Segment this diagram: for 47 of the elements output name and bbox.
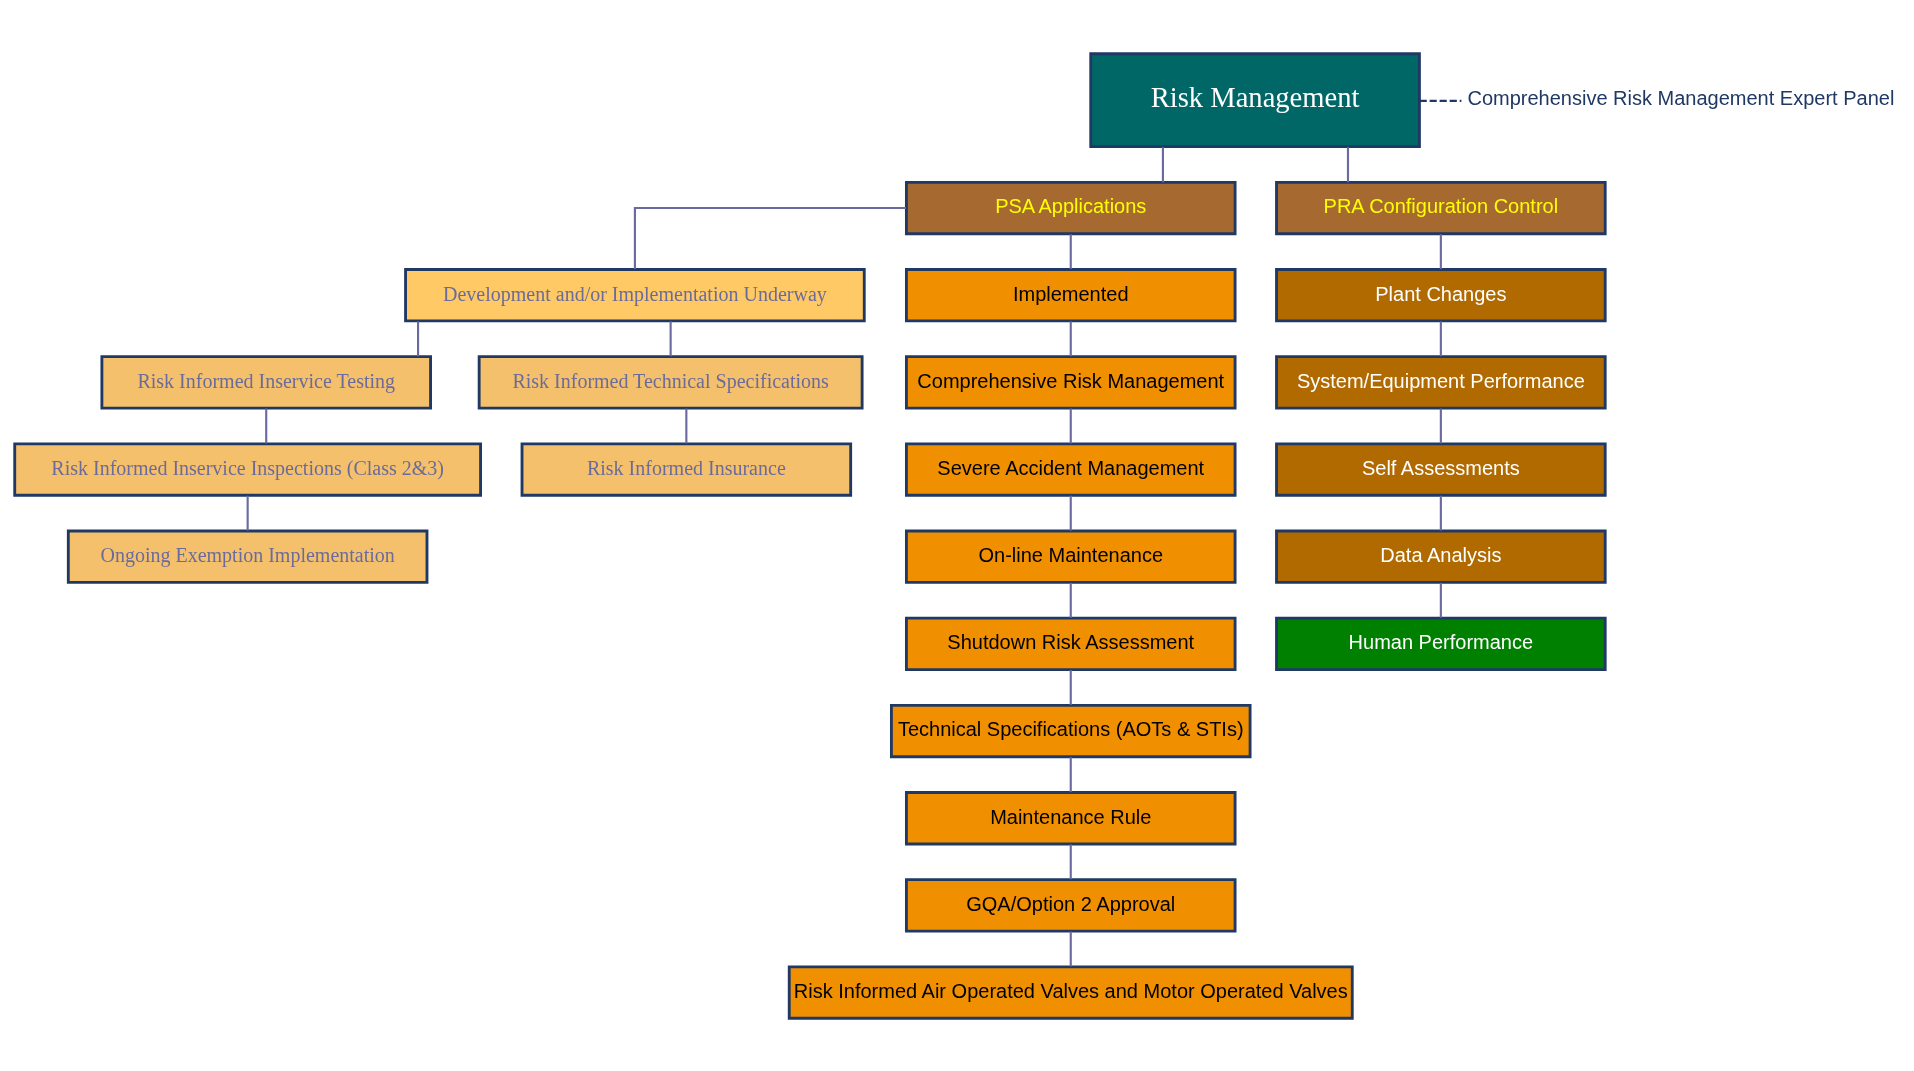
connector [1069,843,1072,879]
connector [1439,582,1442,618]
node-box: Self Assessments [1274,441,1607,497]
node-box: Risk Management [1088,51,1421,148]
node-box: Maintenance Rule [904,790,1236,845]
node-box: PRA Configuration Control [1274,180,1607,235]
connector [1161,146,1164,182]
node-box: GQA/Option 2 Approval [904,877,1236,933]
connector [1419,99,1461,102]
node-box: Plant Changes [1274,267,1607,322]
node-box: Shutdown Risk Assessment [904,616,1236,671]
connector [684,408,687,443]
connector [1069,582,1072,618]
node-box: Comprehensive Risk Management [904,354,1236,410]
node-text: Comprehensive Risk Management Expert Panel [1466,86,1894,109]
node-box: Implemented [904,267,1236,322]
node-box: Technical Specifications (AOTs & STIs) [889,703,1251,758]
node-box: Data Analysis [1274,529,1607,584]
connector [1069,320,1072,356]
connector [246,495,249,531]
connector [1439,408,1442,443]
node-box: Risk Informed Inservice Inspections (Class 2&3) [12,441,482,497]
connector [264,408,267,443]
connector [1346,146,1349,182]
connector [1439,320,1442,356]
node-box: Severe Accident Management [904,441,1236,497]
node-box: Risk Informed Insurance [520,441,852,497]
connector [1439,233,1442,269]
node-box: Development and/or Implementation Underway [403,267,866,322]
node-box: Risk Informed Air Operated Valves and Motor Operated Valves [787,964,1354,1020]
connector [669,320,672,356]
connector [1069,233,1072,269]
node-box: PSA Applications [904,180,1236,235]
connector [633,206,906,269]
connector [1069,756,1072,792]
connector [416,320,419,356]
node-box: Risk Informed Inservice Testing [99,354,432,410]
node-box: Risk Informed Technical Specifications [477,354,864,410]
connector [1069,931,1072,966]
connector [1439,495,1442,531]
node-box: On-line Maintenance [904,529,1236,584]
node-box: Human Performance [1274,616,1607,671]
node-box: Ongoing Exemption Implementation [66,529,428,584]
connector [1069,669,1072,705]
connector [1069,408,1072,443]
node-box: System/Equipment Performance [1274,354,1607,410]
connector [1069,495,1072,531]
